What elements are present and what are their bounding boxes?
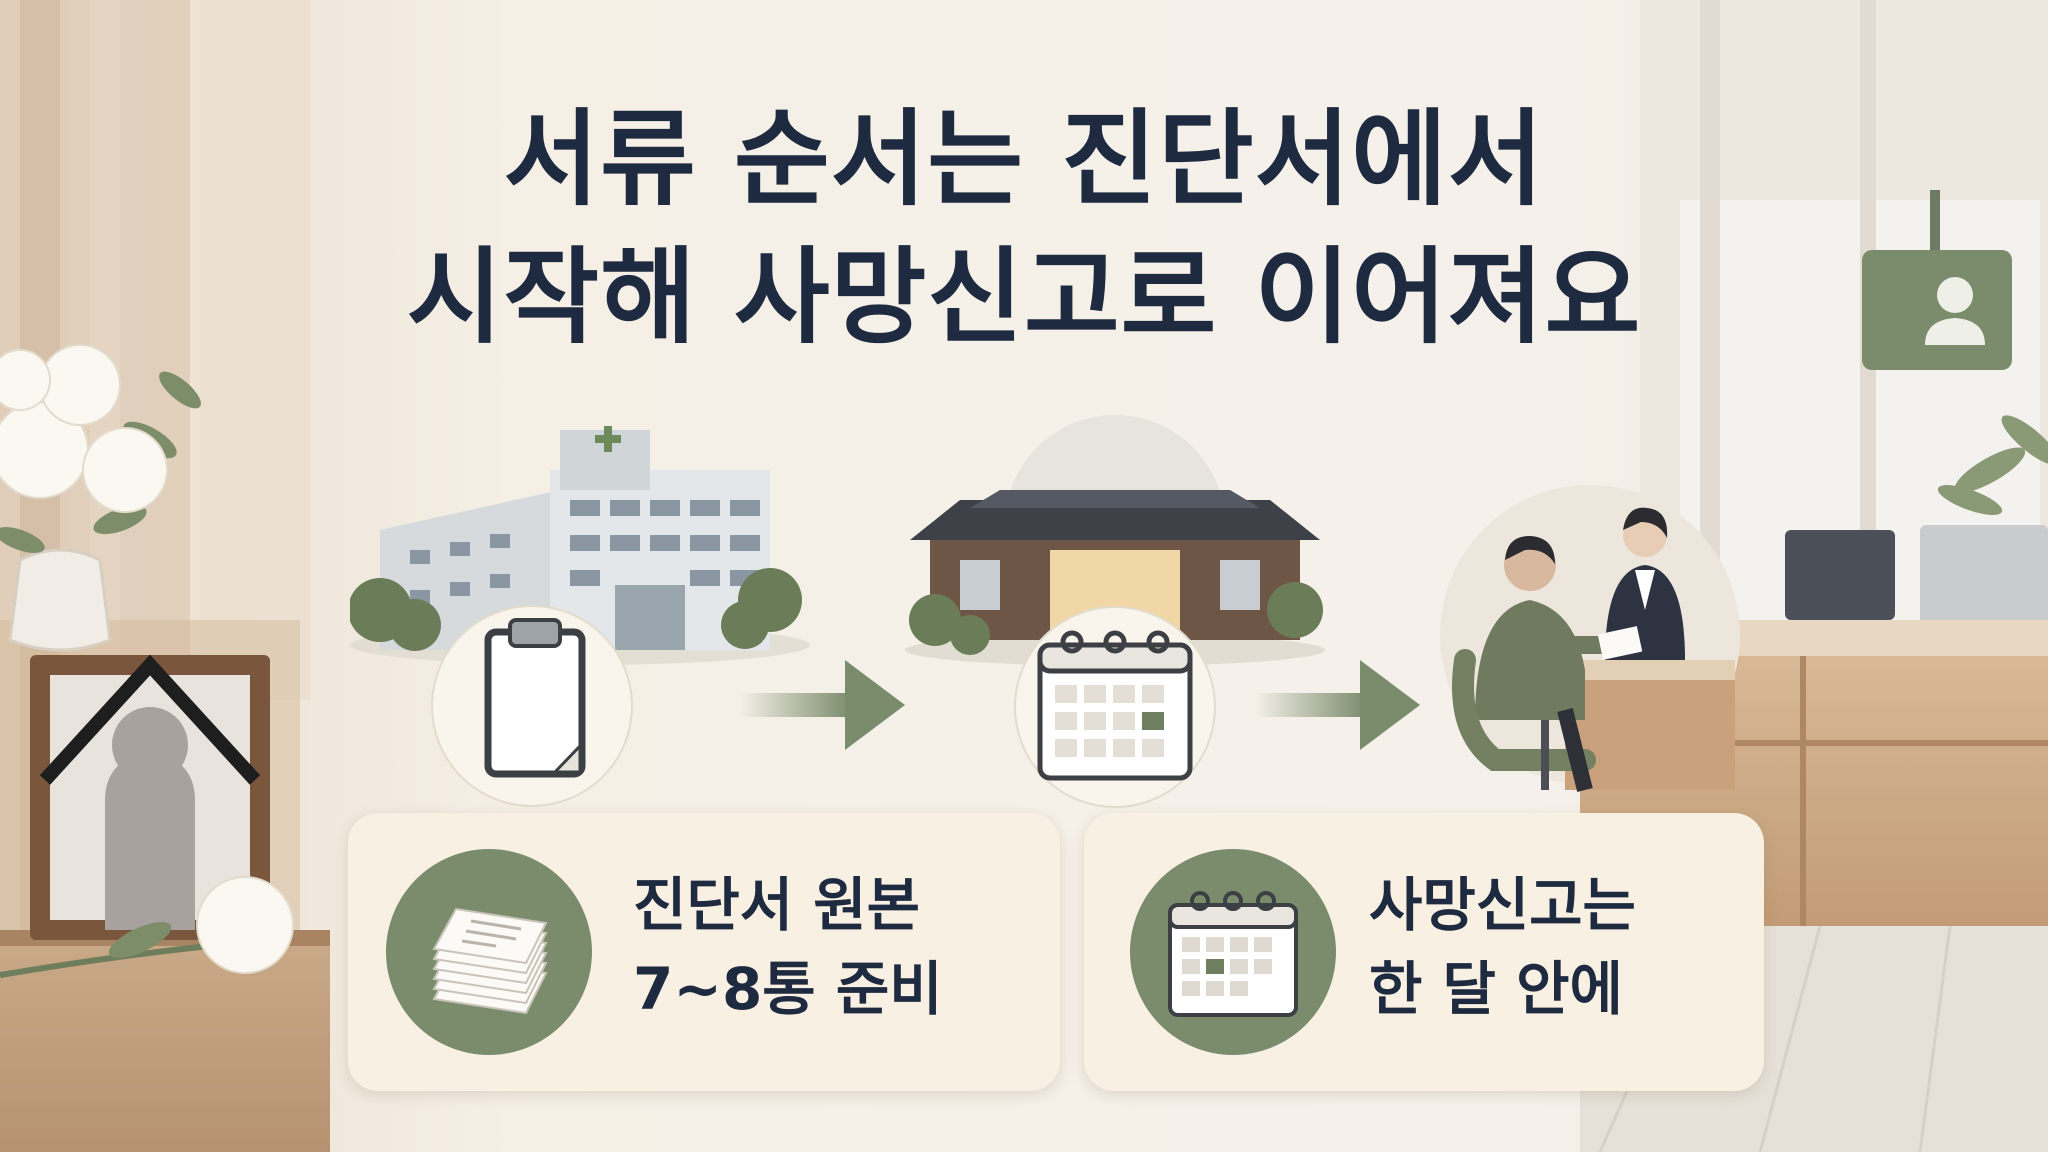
consultation-scene <box>1440 485 1740 792</box>
card-line-2: 한 달 안에 <box>1369 955 1623 1023</box>
card-line-2: 7~8통 준비 <box>633 955 943 1023</box>
title-line-1: 서류 순서는 진단서에서 <box>503 98 1545 220</box>
hospital-scene <box>350 426 810 807</box>
title-line-2: 시작해 사망신고로 이어져요 <box>406 236 1642 358</box>
document-stack-icon <box>386 849 592 1055</box>
arrow-right-icon <box>740 660 905 750</box>
info-card-certificate: 진단서 원본 7~8통 준비 <box>348 813 1060 1091</box>
info-card-death-report: 사망신고는 한 달 안에 <box>1084 813 1764 1091</box>
funeral-hall-scene <box>905 415 1325 808</box>
card-line-1: 진단서 원본 <box>633 871 920 939</box>
page-title: 서류 순서는 진단서에서 시작해 사망신고로 이어져요 <box>0 90 2048 366</box>
arrow-right-icon <box>1255 660 1420 750</box>
calendar-icon <box>1130 849 1336 1055</box>
card-line-1: 사망신고는 <box>1369 871 1636 939</box>
